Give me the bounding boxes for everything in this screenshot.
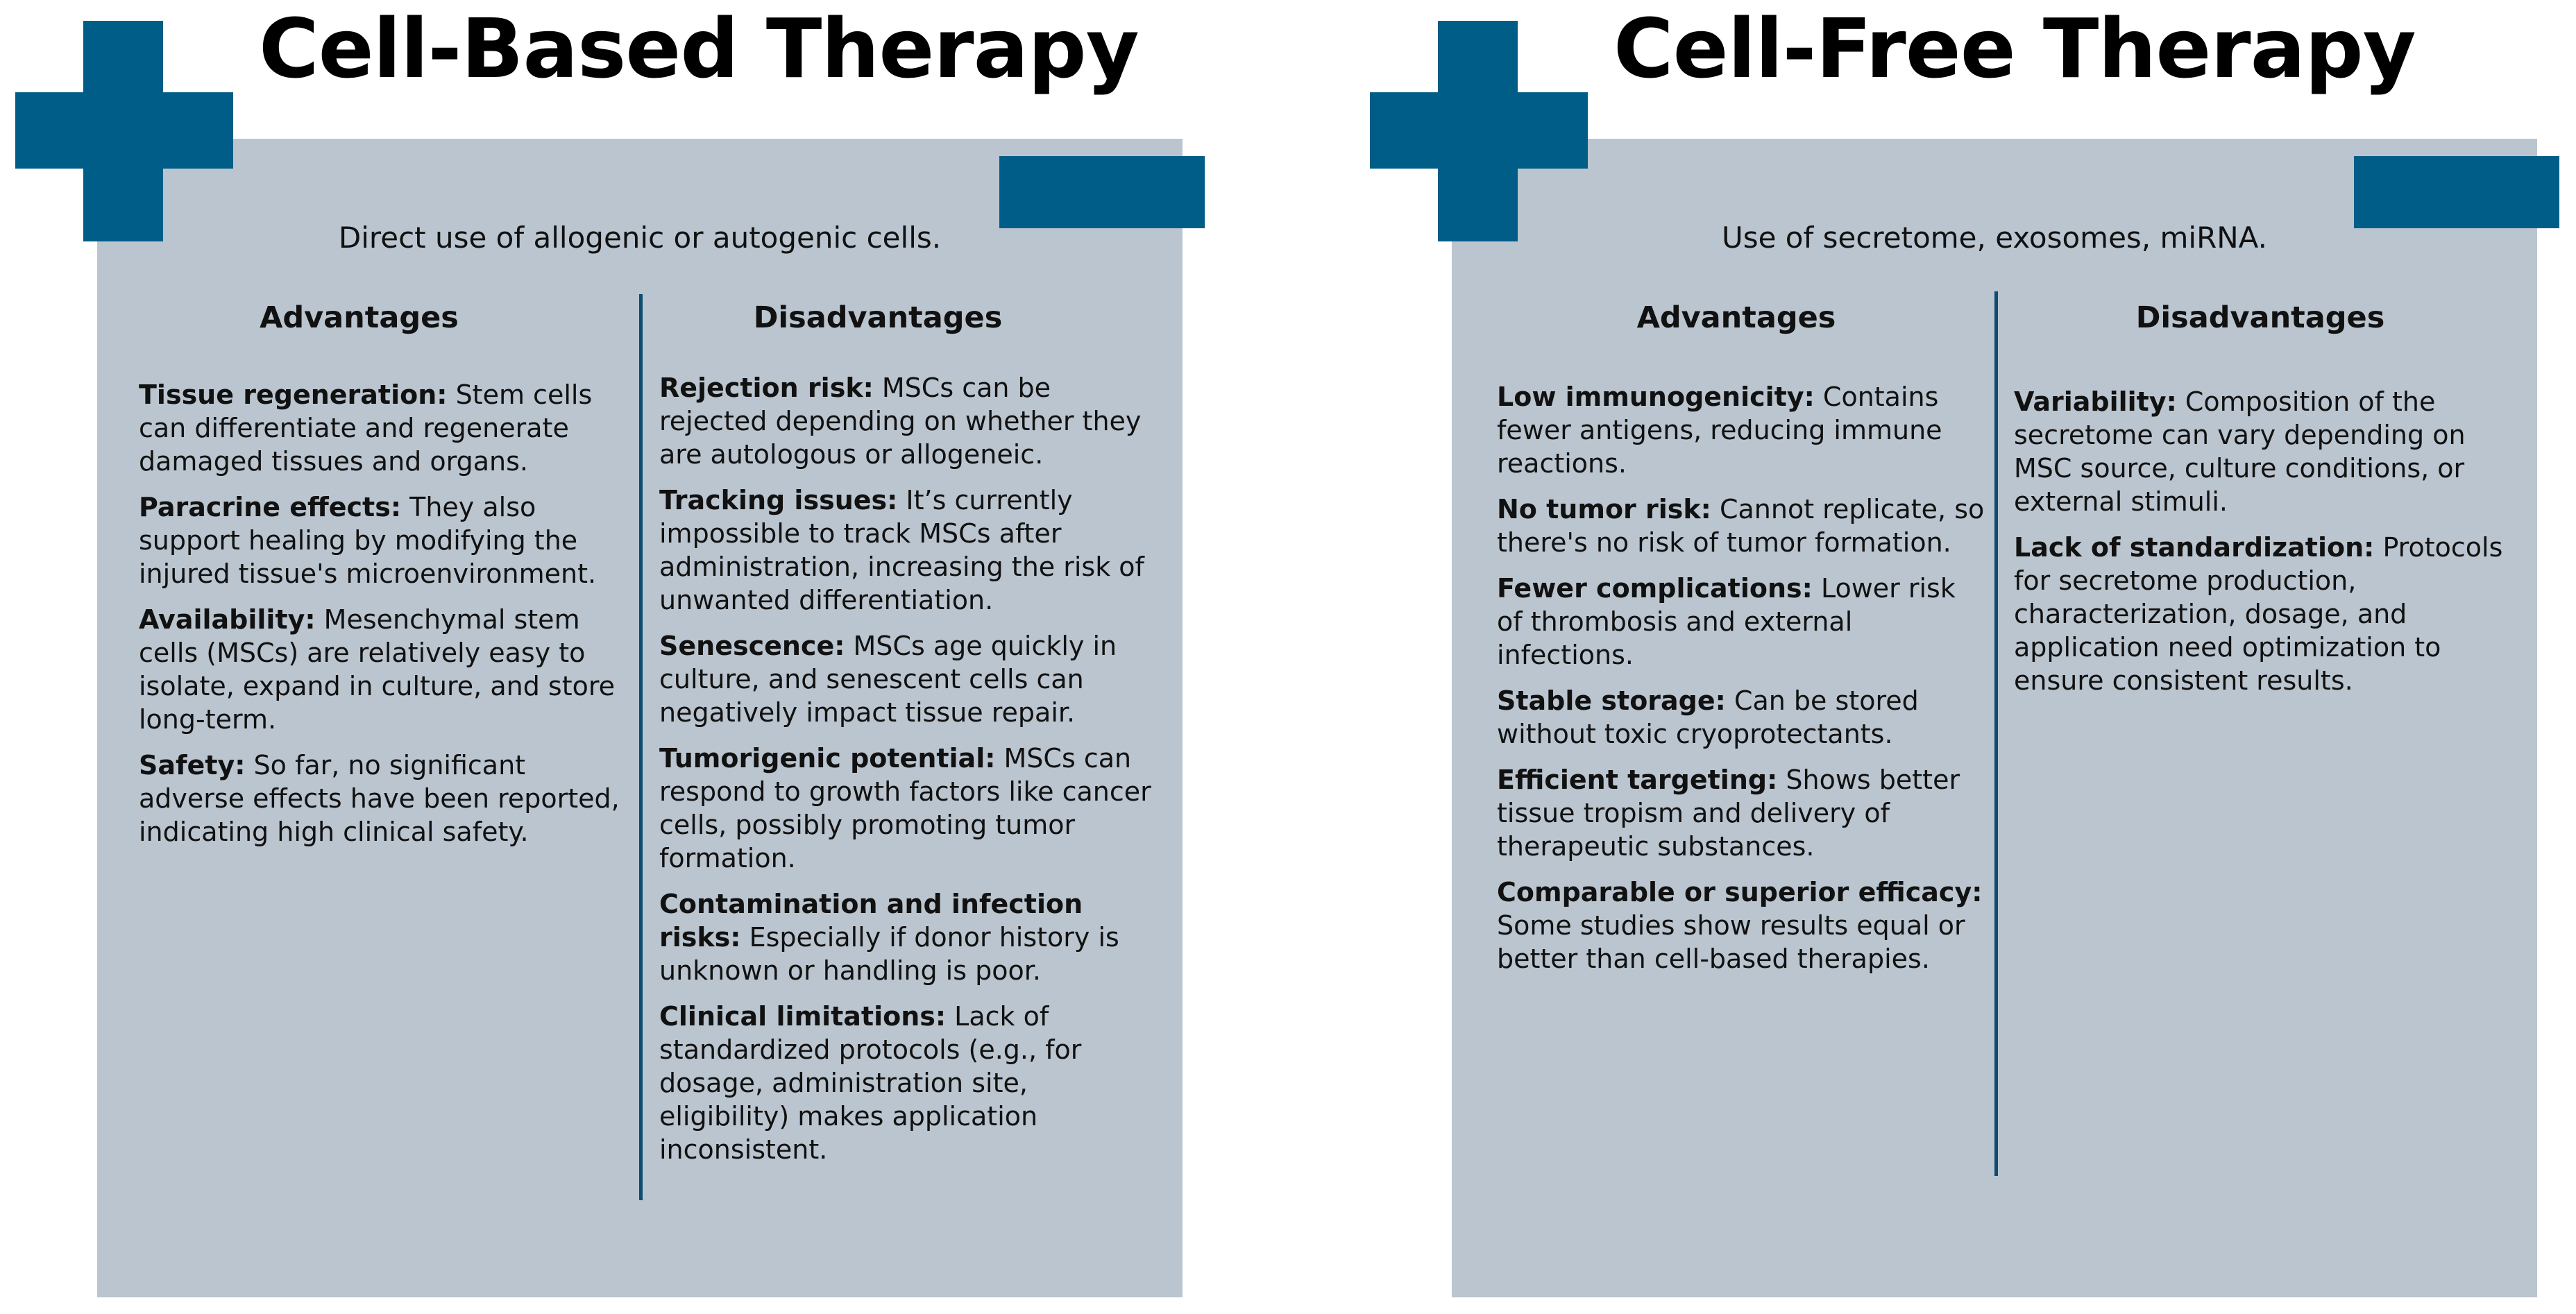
entry-text: Contains fewer antigens, reducing immune… [1497, 382, 1942, 479]
entry-label: No tumor risk: [1497, 494, 1711, 524]
list-item: Efficient targeting: Shows better tissue… [1497, 763, 1986, 863]
list-item: Contamination and infection risks: Espec… [659, 887, 1159, 987]
entry-label: Rejection risk: [659, 373, 874, 403]
advantages-list: Tissue regeneration: Stem cells can diff… [139, 378, 635, 861]
entry-label: Contamination and infection risks: [659, 889, 1083, 953]
entry-label: Tissue regeneration: [139, 379, 448, 410]
entry-text: MSCs age quickly in culture, and senesce… [659, 631, 1117, 728]
cell-free-panel: Cell-Free Therapy Use of secretome, exos… [1355, 0, 2576, 1314]
list-item: Clinical limitations: Lack of standardiz… [659, 1000, 1159, 1166]
panel-subtitle: Use of secretome, exosomes, miRNA. [1721, 221, 2268, 255]
list-item: Senescence: MSCs age quickly in culture,… [659, 629, 1159, 729]
entry-text: Lower risk of thrombosis and external in… [1497, 573, 1956, 670]
entry-text: Shows better tissue tropism and delivery… [1497, 765, 1960, 862]
panel-title: Cell-Based Therapy [259, 1, 1139, 96]
plus-cross-icon-vertical [1438, 21, 1518, 241]
entry-text: Protocols for secretome production, char… [2014, 532, 2503, 696]
list-item: Availability: Mesenchymal stem cells (MS… [139, 603, 635, 736]
entry-label: Low immunogenicity: [1497, 382, 1815, 412]
list-item: Tissue regeneration: Stem cells can diff… [139, 378, 635, 478]
list-item: Safety: So far, no significant adverse e… [139, 749, 635, 848]
entry-label: Senescence: [659, 631, 845, 661]
list-item: Comparable or superior efficacy: Some st… [1497, 876, 1986, 975]
list-item: No tumor risk: Cannot replicate, so ther… [1497, 493, 1986, 559]
list-item: Low immunogenicity: Contains fewer antig… [1497, 380, 1986, 480]
entry-text: Lack of standardized protocols (e.g., fo… [659, 1001, 1082, 1165]
entry-label: Paracrine effects: [139, 492, 402, 522]
entry-text: Mesenchymal stem cells (MSCs) are relati… [139, 604, 616, 735]
list-item: Fewer complications: Lower risk of throm… [1497, 572, 1986, 672]
disadvantages-list: Variability: Composition of the secretom… [2014, 385, 2514, 710]
list-item: Tumorigenic potential: MSCs can respond … [659, 742, 1159, 875]
entry-text: Especially if donor history is unknown o… [659, 922, 1119, 986]
entry-label: Comparable or superior efficacy: [1497, 877, 1983, 907]
entry-label: Tumorigenic potential: [659, 743, 996, 774]
entry-label: Variability: [2014, 386, 2177, 417]
advantages-list: Low immunogenicity: Contains fewer antig… [1497, 380, 1986, 988]
entry-label: Availability: [139, 604, 316, 635]
entry-text: So far, no significant adverse effects h… [139, 750, 620, 847]
panel-subtitle: Direct use of allogenic or autogenic cel… [338, 221, 942, 255]
disadvantages-heading: Disadvantages [2135, 300, 2385, 335]
entry-label: Efficient targeting: [1497, 765, 1778, 795]
entry-label: Tracking issues: [659, 485, 898, 515]
column-divider [1994, 291, 1998, 1176]
panel-title: Cell-Free Therapy [1613, 1, 2416, 96]
entry-text: Cannot replicate, so there's no risk of … [1497, 494, 1985, 558]
entry-text: They also support healing by modifying t… [139, 492, 597, 589]
column-divider [639, 294, 643, 1200]
entry-text: MSCs can respond to growth factors like … [659, 743, 1151, 873]
corner-tab [2354, 156, 2559, 228]
corner-tab [999, 156, 1205, 228]
disadvantages-list: Rejection risk: MSCs can be rejected dep… [659, 371, 1159, 1179]
list-item: Paracrine effects: They also support hea… [139, 490, 635, 590]
entry-text: Stem cells can differentiate and regener… [139, 379, 593, 477]
entry-label: Fewer complications: [1497, 573, 1813, 604]
entry-text: It’s currently impossible to track MSCs … [659, 485, 1144, 615]
plus-cross-icon-vertical [83, 21, 163, 241]
entry-text: MSCs can be rejected depending on whethe… [659, 373, 1142, 470]
cell-based-panel: Cell-Based Therapy Direct use of allogen… [0, 0, 1221, 1314]
entry-label: Lack of standardization: [2014, 532, 2375, 563]
entry-label: Stable storage: [1497, 685, 1726, 716]
entry-label: Safety: [139, 750, 246, 780]
list-item: Lack of standardization: Protocols for s… [2014, 531, 2514, 697]
list-item: Stable storage: Can be stored without to… [1497, 684, 1986, 751]
disadvantages-heading: Disadvantages [753, 300, 1003, 335]
advantages-heading: Advantages [260, 300, 459, 335]
list-item: Variability: Composition of the secretom… [2014, 385, 2514, 518]
entry-text: Some studies show results equal or bette… [1497, 910, 1965, 974]
entry-text: Composition of the secretome can vary de… [2014, 386, 2466, 517]
entry-label: Clinical limitations: [659, 1001, 947, 1032]
advantages-heading: Advantages [1636, 300, 1836, 335]
list-item: Tracking issues: It’s currently impossib… [659, 484, 1159, 617]
list-item: Rejection risk: MSCs can be rejected dep… [659, 371, 1159, 471]
entry-text: Can be stored without toxic cryoprotecta… [1497, 685, 1919, 749]
